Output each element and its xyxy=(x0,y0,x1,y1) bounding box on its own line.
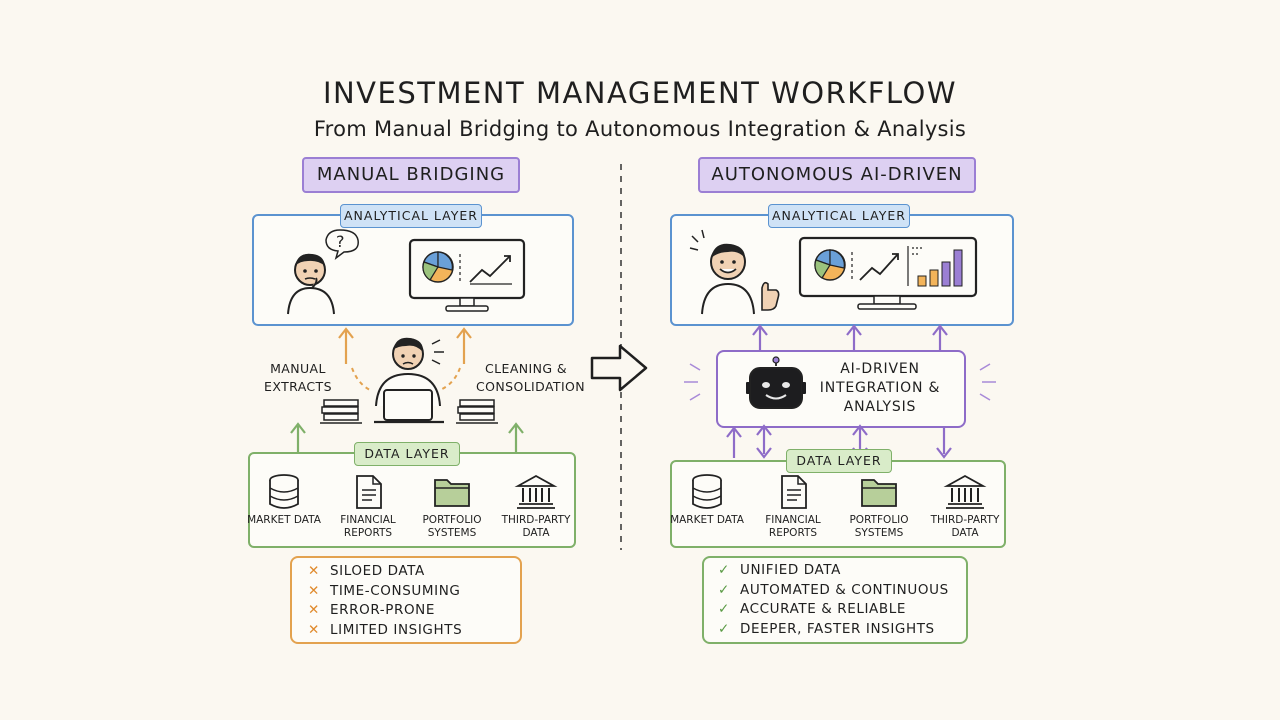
right-dashboard-monitor-icon xyxy=(798,236,978,310)
left-source-label: THIRD-PARTY xyxy=(501,514,571,526)
right-benefits-list: ✓ UNIFIED DATA ✓ AUTOMATED & CONTINUOUS ✓ A… xyxy=(702,556,968,644)
folder-icon xyxy=(434,479,470,507)
cleaning-line-2: CONSOLIDATION xyxy=(476,379,586,394)
benefit-item: ✓ ACCURATE & RELIABLE xyxy=(718,600,966,620)
left-source-label: SYSTEMS xyxy=(427,527,477,539)
right-source-label: SYSTEMS xyxy=(854,527,904,539)
left-source-label: DATA xyxy=(522,527,550,539)
robot-icon xyxy=(746,356,806,409)
autonomous-ai-heading: AUTONOMOUS AI-DRIVEN xyxy=(698,157,976,193)
ai-to-analytics-arrows xyxy=(752,324,948,352)
ai-glow-lines xyxy=(684,363,996,401)
right-source-label: THIRD-PARTY xyxy=(930,514,1000,526)
confused-analyst-icon: ? xyxy=(287,229,359,315)
manual-extracts-line-1: MANUAL xyxy=(270,361,326,376)
left-issues-list: ✕ SILOED DATA ✕ TIME-CONSUMING ✕ ERROR-PRON… xyxy=(290,556,522,644)
benefit-text: DEEPER, FASTER INSIGHTS xyxy=(740,620,935,637)
right-source-label: FINANCIAL xyxy=(765,514,821,526)
manual-bridging-heading: MANUAL BRIDGING xyxy=(302,157,520,193)
paper-stack-icon xyxy=(320,399,362,424)
left-source-portfolio-systems: PORTFOLIO SYSTEMS xyxy=(410,474,494,544)
issue-text: LIMITED INSIGHTS xyxy=(330,621,463,638)
right-source-portfolio-systems: PORTFOLIO SYSTEMS xyxy=(836,474,922,544)
happy-analyst-icon xyxy=(689,229,780,315)
left-source-label: MARKET DATA xyxy=(247,514,321,526)
left-data-layer xyxy=(248,452,576,548)
left-dashboard-monitor-icon xyxy=(408,238,526,312)
benefit-item: ✓ UNIFIED DATA xyxy=(718,561,966,581)
ai-label-line-3: ANALYSIS xyxy=(843,399,917,415)
left-data-arrow-1 xyxy=(290,422,306,454)
check-icon: ✓ xyxy=(718,620,730,637)
manual-extracts-label: MANUAL EXTRACTS xyxy=(258,360,338,396)
ai-label-line-1: AI-DRIVEN xyxy=(840,361,920,377)
check-icon: ✓ xyxy=(718,601,730,617)
ai-integration-label: AI-DRIVEN INTEGRATION & ANALYSIS xyxy=(812,360,948,417)
cleaning-line-1: CLEANING & xyxy=(485,361,567,376)
left-source-label: FINANCIAL xyxy=(340,514,396,526)
right-source-label: REPORTS xyxy=(768,527,818,539)
right-source-third-party: THIRD-PARTY DATA xyxy=(922,474,1008,544)
document-icon xyxy=(781,475,807,509)
benefit-text: ACCURATE & RELIABLE xyxy=(740,601,906,617)
manual-extracts-line-2: EXTRACTS xyxy=(264,379,332,394)
document-icon xyxy=(356,475,382,509)
ai-label-line-2: INTEGRATION & xyxy=(819,380,941,396)
left-data-layer-tag: DATA LAYER xyxy=(354,442,460,466)
issue-item: ✕ TIME-CONSUMING xyxy=(308,582,520,602)
issue-item: ✕ ERROR-PRONE xyxy=(308,601,520,621)
left-data-sources: MARKET DATA FINANCIAL REPORTS PORTFOLIO … xyxy=(242,474,578,544)
left-source-label: PORTFOLIO xyxy=(422,514,482,526)
paper-stack-icon-2 xyxy=(456,399,498,424)
issue-item: ✕ LIMITED INSIGHTS xyxy=(308,621,520,641)
database-icon xyxy=(692,474,722,509)
left-data-arrow-2 xyxy=(508,422,524,454)
right-source-financial-reports: FINANCIAL REPORTS xyxy=(750,474,836,544)
right-source-label: DATA xyxy=(951,527,979,539)
cleaning-arrow xyxy=(439,327,472,391)
issue-text: SILOED DATA xyxy=(330,563,425,579)
cleaning-consolidation-label: CLEANING & CONSOLIDATION xyxy=(476,360,586,396)
left-source-financial-reports: FINANCIAL REPORTS xyxy=(326,474,410,544)
benefit-item: ✓ AUTOMATED & CONTINUOUS xyxy=(718,581,966,601)
folder-icon xyxy=(861,479,897,507)
right-source-label: MARKET DATA xyxy=(670,514,744,526)
cross-icon: ✕ xyxy=(308,602,320,618)
bank-icon xyxy=(943,474,987,509)
database-icon xyxy=(269,474,299,509)
stressed-worker-icon xyxy=(374,337,444,424)
right-source-label: PORTFOLIO xyxy=(849,514,909,526)
svg-text:?: ? xyxy=(336,232,345,251)
transition-arrow-icon xyxy=(590,344,648,392)
left-source-third-party: THIRD-PARTY DATA xyxy=(494,474,578,544)
right-analytical-layer-tag: ANALYTICAL LAYER xyxy=(768,204,910,228)
cross-icon: ✕ xyxy=(308,582,320,599)
benefit-text: UNIFIED DATA xyxy=(740,562,841,578)
check-icon: ✓ xyxy=(718,562,730,578)
benefit-text: AUTOMATED & CONTINUOUS xyxy=(740,581,949,598)
benefit-item: ✓ DEEPER, FASTER INSIGHTS xyxy=(718,620,966,640)
right-source-market-data: MARKET DATA xyxy=(664,474,750,544)
left-analytical-layer-tag: ANALYTICAL LAYER xyxy=(340,204,482,228)
left-source-label: REPORTS xyxy=(343,527,393,539)
issue-item: ✕ SILOED DATA xyxy=(308,562,520,582)
diagram-title: INVESTMENT MANAGEMENT WORKFLOW xyxy=(322,76,958,110)
left-source-market-data: MARKET DATA xyxy=(242,474,326,544)
bank-icon xyxy=(514,474,558,509)
right-data-sources: MARKET DATA FINANCIAL REPORTS PORTFOLIO … xyxy=(664,474,1008,544)
check-icon: ✓ xyxy=(718,581,730,598)
issue-text: TIME-CONSUMING xyxy=(330,582,461,599)
cross-icon: ✕ xyxy=(308,563,320,579)
diagram-subtitle: From Manual Bridging to Autonomous Integ… xyxy=(313,117,967,141)
manual-extract-arrow xyxy=(338,327,371,391)
cross-icon: ✕ xyxy=(308,621,320,638)
right-data-layer-tag: DATA LAYER xyxy=(786,449,892,473)
issue-text: ERROR-PRONE xyxy=(330,602,435,618)
